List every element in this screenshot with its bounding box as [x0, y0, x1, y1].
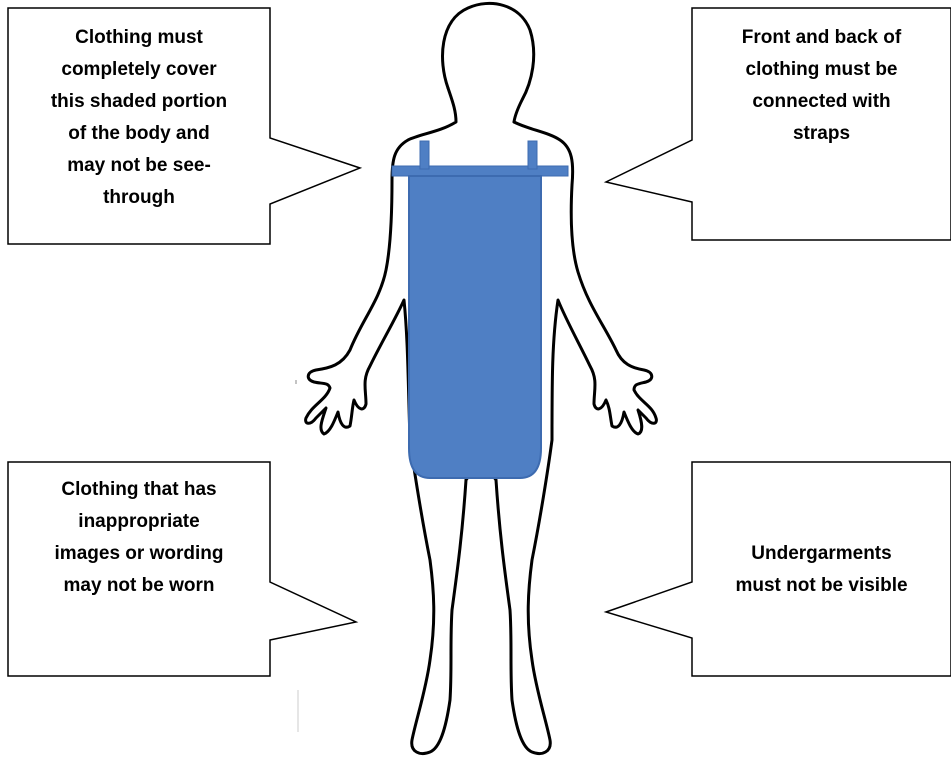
callout-bottom-left-text: Clothing that has inappropriate images o… — [10, 474, 268, 602]
callout-bottom-right-text: Undergarments must not be visible — [694, 538, 949, 602]
head-outline — [443, 3, 534, 122]
shaded-clothing-area — [392, 141, 568, 478]
right-strap — [528, 141, 537, 169]
shaded-torso — [409, 176, 541, 478]
left-strap — [420, 141, 429, 169]
callout-top-left-text: Clothing must completely cover this shad… — [10, 22, 268, 240]
top-strap-bar — [392, 166, 568, 176]
callout-top-right-text: Front and back of clothing must be conne… — [694, 22, 949, 150]
